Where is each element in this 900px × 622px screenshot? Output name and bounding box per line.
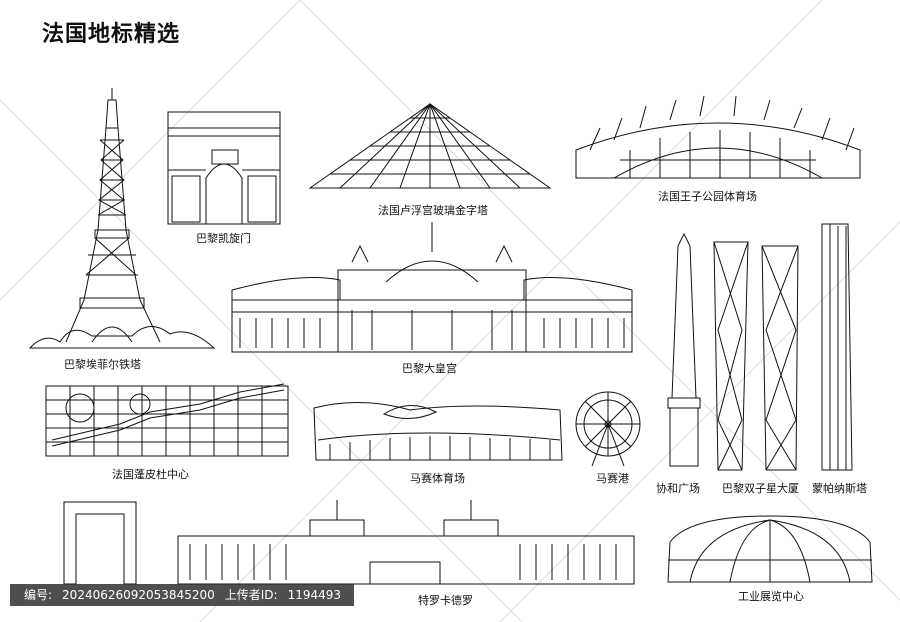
caption-velodrome: 马赛体育场 — [410, 472, 465, 485]
parc-des-princes-drawing — [575, 95, 861, 179]
eiffel-tower-drawing — [28, 88, 216, 349]
velodrome-drawing — [313, 402, 563, 461]
image-info-bar: 编号: 20240626092053845200 上传者ID: 1194493 — [10, 584, 354, 606]
grande-arche-drawing — [63, 501, 137, 585]
cnit-drawing — [667, 515, 873, 583]
uploader-label: 上传者ID: — [224, 588, 278, 602]
id-label: 编号: — [24, 588, 53, 602]
caption-stadium-psg: 法国王子公园体育场 — [658, 190, 757, 203]
caption-pompidou: 法国蓬皮杜中心 — [112, 468, 189, 481]
caption-cnit: 工业展览中心 — [738, 590, 804, 603]
arc-de-triomphe-drawing — [167, 111, 281, 225]
caption-louvre: 法国卢浮宫玻璃金字塔 — [378, 204, 488, 217]
trocadero-drawing — [177, 500, 635, 585]
ferris-wheel-drawing — [575, 391, 641, 467]
caption-twin-towers: 巴黎双子星大厦 — [722, 482, 799, 495]
caption-trocadero: 特罗卡德罗 — [418, 594, 473, 607]
twin-towers-drawing — [713, 241, 799, 471]
montparnasse-tower-drawing — [821, 223, 853, 471]
uploader-value: 1194493 — [287, 588, 342, 602]
concorde-obelisk-drawing — [667, 232, 701, 467]
caption-montparnasse: 蒙帕纳斯塔 — [812, 482, 867, 495]
louvre-pyramid-drawing — [308, 102, 552, 189]
id-value: 20240626092053845200 — [62, 588, 215, 602]
caption-marseille-port: 马赛港 — [596, 472, 629, 485]
caption-concorde: 协和广场 — [656, 482, 700, 495]
pompidou-centre-drawing — [45, 383, 289, 457]
page-title: 法国地标精选 — [42, 22, 181, 47]
caption-arc: 巴黎凯旋门 — [196, 232, 251, 245]
caption-grand-palais: 巴黎大皇宫 — [402, 362, 457, 375]
caption-eiffel: 巴黎埃菲尔铁塔 — [64, 358, 141, 371]
grand-palais-drawing — [231, 222, 633, 353]
